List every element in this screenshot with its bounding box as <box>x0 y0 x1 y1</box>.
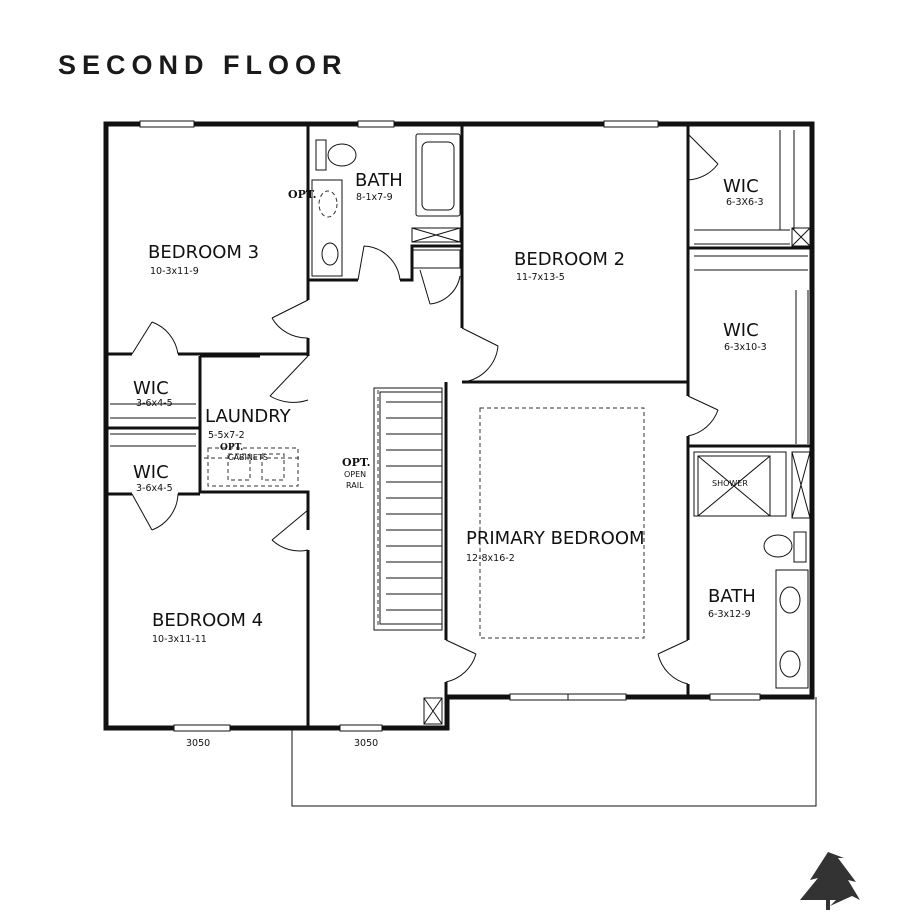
room-dim-bedroom3: 10-3x11-9 <box>150 266 199 277</box>
linen-closet <box>423 227 811 725</box>
laundry-cabinets <box>261 453 285 481</box>
room-dim-bath-primary: 6-3x12-9 <box>708 609 751 620</box>
room-dim-wic-c: 3-6x4-5 <box>136 398 173 409</box>
shower-label: SHOWER <box>712 479 748 488</box>
open-note: OPEN <box>344 470 366 479</box>
room-name-bedroom3: BEDROOM 3 <box>148 242 259 263</box>
room-name-wic-b: WIC <box>723 320 759 341</box>
room-dim-bath-upper: 8-1x7-9 <box>356 192 393 203</box>
room-name-bedroom4: BEDROOM 4 <box>152 610 263 631</box>
closet-shelf <box>694 130 795 245</box>
window-size-label: 3050 <box>186 738 210 749</box>
porch-outline <box>291 697 817 807</box>
laundry-cabinets <box>227 453 251 481</box>
primary-bath-fixtures <box>693 451 809 689</box>
window <box>603 120 659 128</box>
window <box>139 120 195 128</box>
window <box>509 693 569 701</box>
room-name-wic-d: WIC <box>133 462 169 483</box>
room-name-laundry: LAUNDRY <box>205 406 292 427</box>
window <box>357 120 395 128</box>
window-size-label: 3050 <box>354 738 378 749</box>
upper-bath-fixtures <box>311 133 461 277</box>
closet-shelf <box>110 403 196 419</box>
room-name-wic-a: WIC <box>723 176 759 197</box>
closet-shelf <box>694 255 809 444</box>
room-dim-primary: 12-8x16-2 <box>466 553 515 564</box>
room-dim-laundry: 5-5x7-2 <box>208 430 245 441</box>
closet-shelf <box>110 433 196 447</box>
room-dim-wic-a: 6-3X6-3 <box>726 197 764 208</box>
room-dim-bedroom2: 11-7x13-5 <box>516 272 565 283</box>
room-name-wic-c: WIC <box>133 378 169 399</box>
rail-note: RAIL <box>346 481 364 490</box>
interior-wall <box>198 354 310 530</box>
opt-note: OPT. <box>342 456 370 469</box>
window <box>567 693 627 701</box>
doors <box>131 133 719 685</box>
tree-logo-icon <box>800 852 860 910</box>
room-dim-wic-d: 3-6x4-5 <box>136 483 173 494</box>
room-dim-bedroom4: 10-3x11-11 <box>152 634 207 645</box>
cabinets-note: CABINETS <box>228 453 268 462</box>
tray-ceiling <box>479 407 645 639</box>
opt-note: OPT. <box>220 443 243 453</box>
room-name-bath-upper: BATH <box>355 170 403 191</box>
opt-note: OPT. <box>288 188 316 201</box>
staircase <box>373 387 443 631</box>
page-title: SECOND FLOOR <box>58 50 348 80</box>
room-name-bedroom2: BEDROOM 2 <box>514 249 625 270</box>
window <box>339 724 383 732</box>
laundry-cabinets <box>207 447 299 487</box>
interior-wall <box>308 244 462 282</box>
room-name-bath-primary: BATH <box>708 586 756 607</box>
window <box>709 693 761 701</box>
room-name-primary: PRIMARY BEDROOM <box>466 528 645 549</box>
window <box>173 724 231 732</box>
room-dim-wic-b: 6-3x10-3 <box>724 342 767 353</box>
